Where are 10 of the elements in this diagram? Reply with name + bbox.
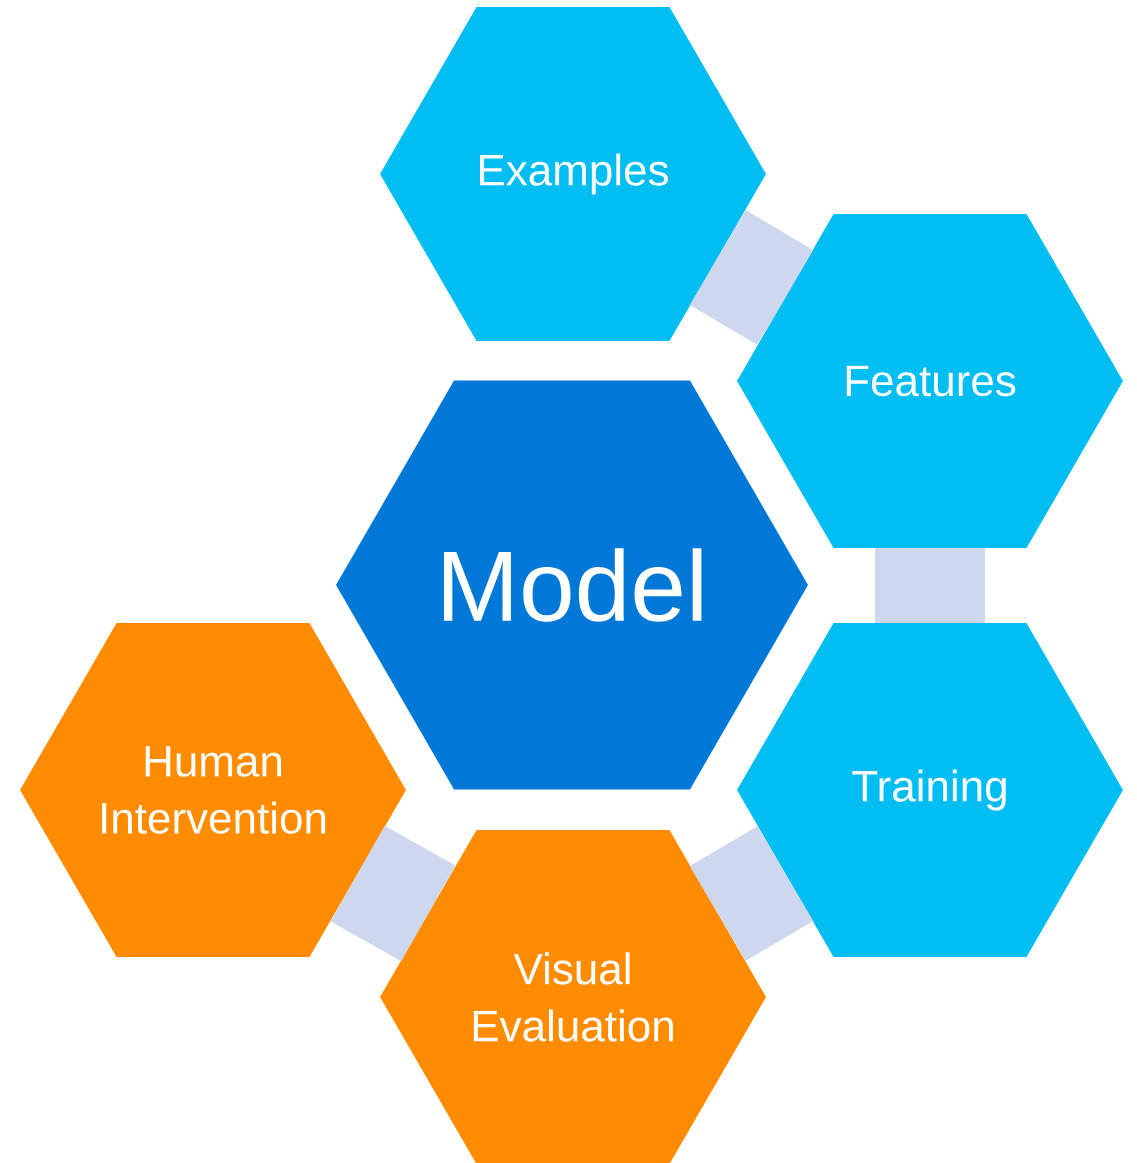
hexagon: Examples bbox=[380, 6, 766, 342]
connector-band bbox=[689, 210, 814, 345]
connector-band bbox=[330, 825, 456, 962]
hexagon: Model bbox=[336, 380, 808, 790]
hexagon: Features bbox=[737, 213, 1123, 549]
hexagon: Human Intervention bbox=[20, 622, 406, 958]
connector-band bbox=[875, 548, 985, 623]
connector-band bbox=[689, 826, 814, 961]
hexagon: Training bbox=[737, 622, 1123, 958]
hexagon: Visual Evaluation bbox=[380, 829, 766, 1163]
